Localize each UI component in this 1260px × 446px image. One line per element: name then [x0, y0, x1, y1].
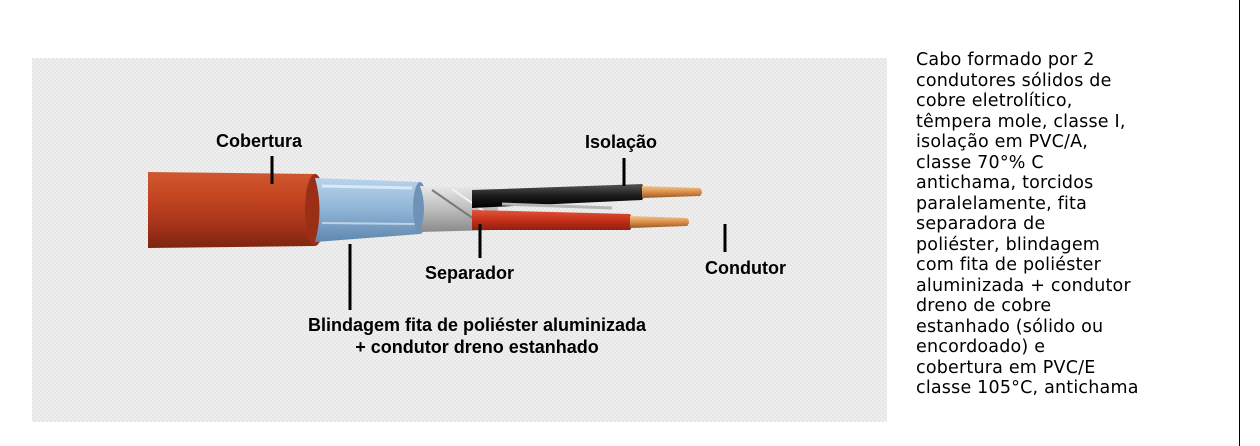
label-isolacao: Isolação: [585, 132, 658, 152]
label-blindagem: Blindagem fita de poliéster aluminizada …: [252, 314, 702, 358]
label-cobertura: Cobertura: [216, 131, 303, 151]
jacket-layer: [148, 172, 325, 248]
cable-diagram-panel: Cobertura Isolação Separador Condutor Bl…: [32, 58, 887, 422]
page-right-border: [1239, 0, 1240, 446]
drain-wire: [501, 202, 613, 210]
label-condutor: Condutor: [705, 258, 786, 278]
black-conductor: [472, 184, 702, 208]
shield-layer: [315, 178, 427, 242]
cable-illustration: [148, 156, 727, 310]
label-blindagem-line1: Blindagem fita de poliéster aluminizada: [307, 315, 647, 335]
label-blindagem-line2: + condutor dreno estanhado: [355, 337, 599, 357]
cable-description-text: Cabo formado por 2 condutores sólidos de…: [916, 50, 1139, 398]
label-separador: Separador: [425, 263, 515, 283]
red-conductor: [472, 210, 689, 230]
